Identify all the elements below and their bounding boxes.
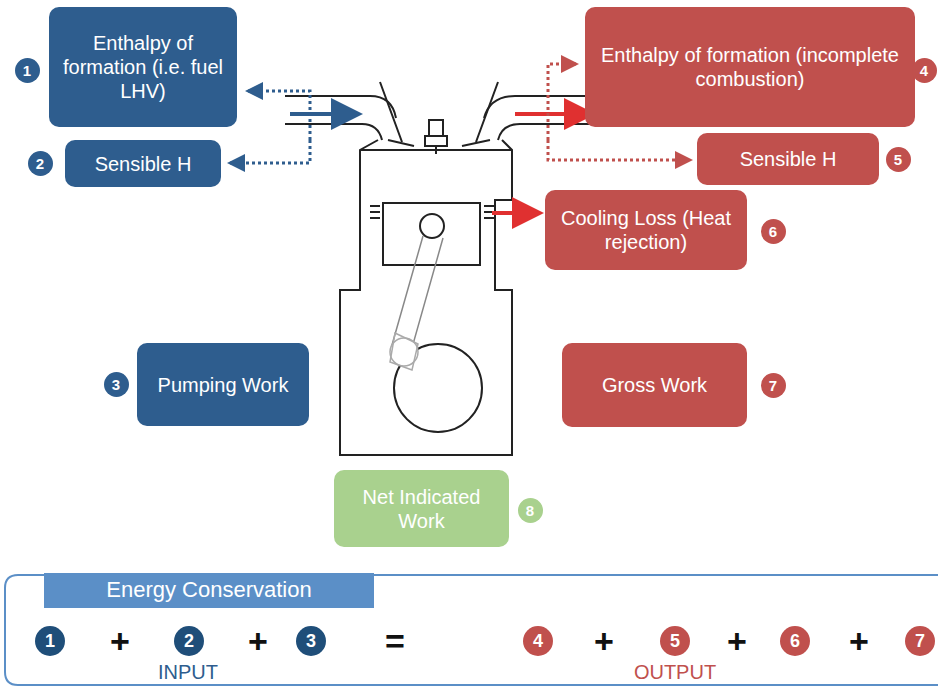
callout-number: 5	[886, 147, 911, 172]
callout-number: 6	[761, 219, 786, 244]
equation-caption: INPUT	[128, 658, 248, 686]
equation-operator: =	[335, 620, 455, 662]
box-text: Gross Work	[602, 373, 707, 397]
energy-output-box: Gross Work	[562, 343, 747, 427]
box-text: Enthalpy of formation (i.e. fuel LHV)	[57, 31, 229, 103]
energy-output-box: Enthalpy of formation (incomplete combus…	[585, 7, 915, 127]
equation-operator: +	[677, 620, 797, 662]
callout-number: 2	[174, 626, 204, 656]
callout-number: 6	[780, 626, 810, 656]
equation-operator: +	[60, 620, 180, 662]
cooling-arrow	[492, 211, 536, 215]
callout-number: 8	[518, 498, 543, 523]
box-text: Net Indicated Work	[342, 485, 501, 533]
box-text: Energy Conservation	[106, 577, 311, 603]
exhaust-arrow	[515, 112, 588, 116]
equation-caption: OUTPUT	[615, 658, 735, 686]
callout-number: 7	[905, 626, 935, 656]
box-text: Cooling Loss (Heat rejection)	[553, 206, 739, 254]
callout-number: 5	[660, 626, 690, 656]
leader-line	[248, 91, 310, 140]
intake-arrow	[290, 112, 355, 116]
box-text: Sensible H	[95, 152, 192, 176]
callout-number: 7	[761, 373, 786, 398]
equation-operator: +	[544, 620, 664, 662]
callout-number: 3	[104, 372, 129, 397]
box-text: Sensible H	[740, 147, 837, 171]
leader-line	[548, 64, 576, 140]
energy-output-box: Sensible H	[697, 133, 879, 185]
callout-number: 1	[15, 58, 40, 83]
callout-number: 1	[35, 626, 65, 656]
energy-input-box: Pumping Work	[137, 343, 309, 426]
equation-operator: +	[799, 620, 919, 662]
result-box: Net Indicated Work	[334, 470, 509, 547]
panel-tab: Energy Conservation	[44, 573, 374, 608]
callout-number: 4	[912, 58, 937, 83]
energy-output-box: Cooling Loss (Heat rejection)	[545, 190, 747, 270]
box-text: Enthalpy of formation (incomplete combus…	[593, 43, 907, 91]
callout-number: 4	[523, 626, 553, 656]
leader-line	[548, 140, 690, 160]
box-text: Pumping Work	[158, 373, 289, 397]
callout-number: 3	[296, 626, 326, 656]
equation-panel	[5, 575, 938, 685]
callout-number: 2	[28, 151, 53, 176]
leader-line	[230, 140, 310, 163]
energy-input-box: Enthalpy of formation (i.e. fuel LHV)	[49, 7, 237, 127]
energy-input-box: Sensible H	[65, 140, 221, 187]
